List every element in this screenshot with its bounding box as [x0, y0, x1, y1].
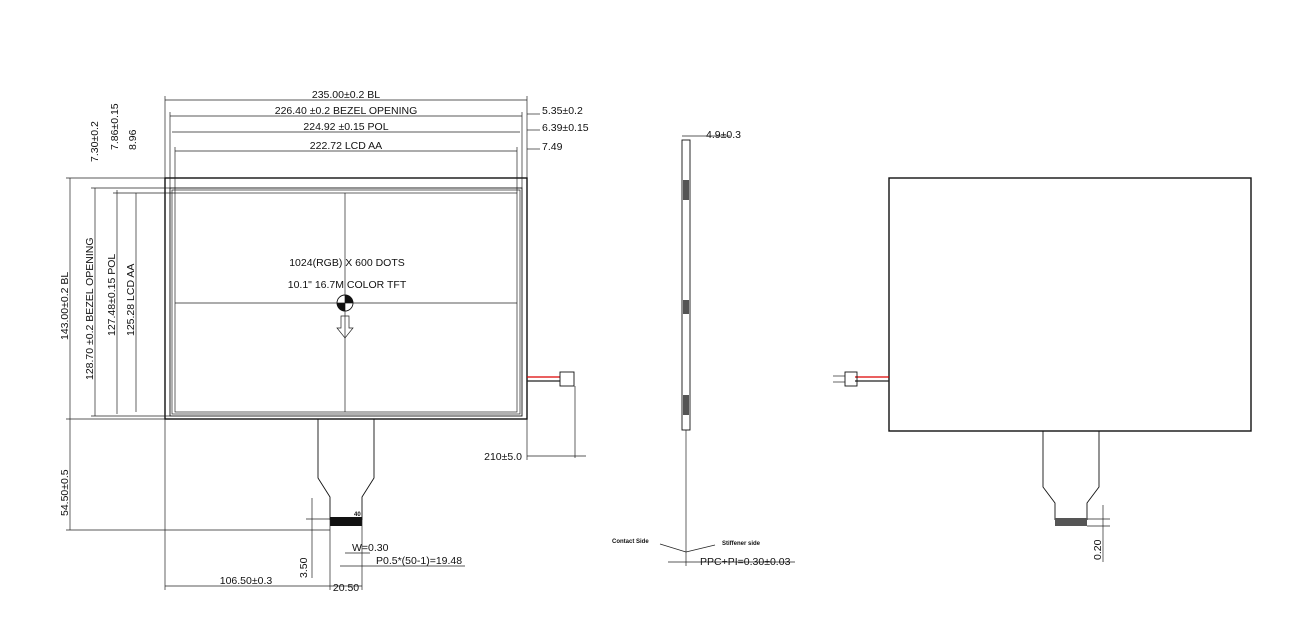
center-mark-fill-2 [337, 303, 345, 311]
side-feature-3 [683, 395, 689, 415]
rear-view: 0.20 [833, 177, 1252, 562]
dim-aa-height: 125.28 LCD AA [125, 264, 137, 336]
dim-left-top-1: 7.30±0.2 [89, 121, 101, 162]
side-feature-2 [683, 300, 689, 314]
rear-fpc-tail [1042, 431, 1100, 520]
contact-side: Contact Side [612, 539, 649, 545]
front-view: 1024(RGB) X 600 DOTS 10.1" 16.7M COLOR T… [59, 89, 589, 594]
dim-bl-height: 143.00±0.2 BL [59, 272, 71, 340]
leader-contact-side [659, 543, 687, 553]
dim-aa-width: 222.72 LCD AA [310, 140, 382, 152]
dim-bl-width: 235.00±0.2 BL [312, 89, 380, 101]
panel-label: 10.1" 16.7M COLOR TFT [288, 279, 407, 291]
fpc-width-w: W=0.30 [352, 542, 389, 554]
fpc-pitch: P0.5*(50-1)=19.48 [376, 555, 462, 567]
pol-outline [171, 189, 521, 415]
aa-outline [174, 192, 518, 413]
dim-left-top-3: 8.96 [127, 129, 139, 150]
fpc-contacts [330, 517, 362, 526]
rear-connector [844, 371, 858, 387]
dim-bezel-width: 226.40 ±0.2 BEZEL OPENING [275, 105, 418, 117]
resolution-label: 1024(RGB) X 600 DOTS [289, 257, 405, 269]
thickness: 4.9±0.3 [706, 129, 741, 141]
ppc-pi: PPC+PI=0.30±0.03 [700, 556, 791, 568]
rear-fpc-dim: 0.20 [1092, 539, 1104, 560]
dim-bezel-height: 128.70 ±0.2 BEZEL OPENING [84, 237, 96, 380]
leader-stiffener-side [685, 544, 716, 553]
side-view: 4.9±0.3 Contact Side Stiffener side PPC+… [612, 129, 795, 568]
fpc-tail [317, 419, 375, 520]
dim-pol-width: 224.92 ±0.15 POL [303, 121, 388, 133]
bl-outline [164, 177, 528, 420]
cable-length: 210±5.0 [484, 451, 522, 463]
rear-outline [888, 177, 1252, 432]
fpc-offset: 3.50 [298, 557, 310, 578]
dim-left-top-2: 7.86±0.15 [109, 103, 121, 150]
pin-marker: 40 [354, 512, 361, 518]
bezel-opening-outline [169, 187, 523, 417]
viewing-direction-arrow-icon [336, 315, 354, 339]
dim-right-1: 5.35±0.2 [542, 105, 583, 117]
center-mark-fill-1 [345, 295, 353, 303]
rear-fpc-contacts [1055, 518, 1087, 526]
dim-right-3: 7.49 [542, 141, 563, 153]
side-feature-1 [683, 180, 689, 200]
fpc-total-width: 20.50 [333, 582, 359, 594]
dim-right-2: 6.39±0.15 [542, 122, 589, 134]
cable-connector [559, 371, 575, 387]
fpc-length: 54.50±0.5 [59, 469, 71, 516]
dim-pol-height: 127.48±0.15 POL [106, 254, 118, 336]
stiffener-side: Stiffener side [722, 541, 761, 547]
fpc-left-offset: 106.50±0.3 [220, 575, 273, 587]
